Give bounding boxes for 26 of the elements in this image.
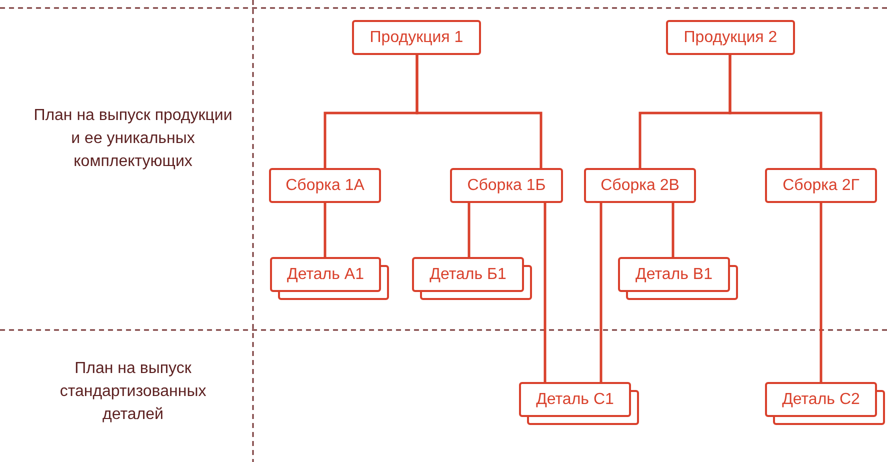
connector-line — [820, 203, 822, 382]
connector-line — [416, 55, 542, 168]
plan-standard-parts-text: План на выпуск стандартизованных деталей — [58, 359, 208, 425]
stacked-part-box — [519, 382, 639, 425]
assembly-box: Сборка 2Г — [765, 168, 877, 203]
connector-line — [468, 203, 470, 257]
stacked-part-box — [270, 257, 389, 300]
assembly-box: Сборка 1Б — [450, 168, 563, 203]
product-box: Продукция 1 — [352, 20, 481, 55]
part-label: Деталь В1 — [636, 266, 712, 284]
connector-line — [544, 203, 546, 382]
part-label: Деталь Б1 — [430, 266, 506, 284]
product-box: Продукция 2 — [666, 20, 795, 55]
connector-line — [728, 55, 822, 168]
plan-products-text: План на выпуск продукции и ее уникальных комплектующих — [32, 106, 234, 172]
part-label: Деталь С1 — [536, 390, 614, 408]
connector-line — [324, 203, 326, 257]
connector-line — [672, 203, 674, 257]
assembly-box: Сборка 1А — [269, 168, 381, 203]
connector-line — [600, 203, 602, 382]
stacked-part-box — [412, 257, 532, 300]
part-label: Деталь А1 — [287, 266, 364, 284]
part-label: Деталь С2 — [782, 390, 860, 408]
stacked-part-box — [618, 257, 738, 300]
stacked-part-box — [765, 382, 885, 425]
assembly-box: Сборка 2В — [584, 168, 696, 203]
